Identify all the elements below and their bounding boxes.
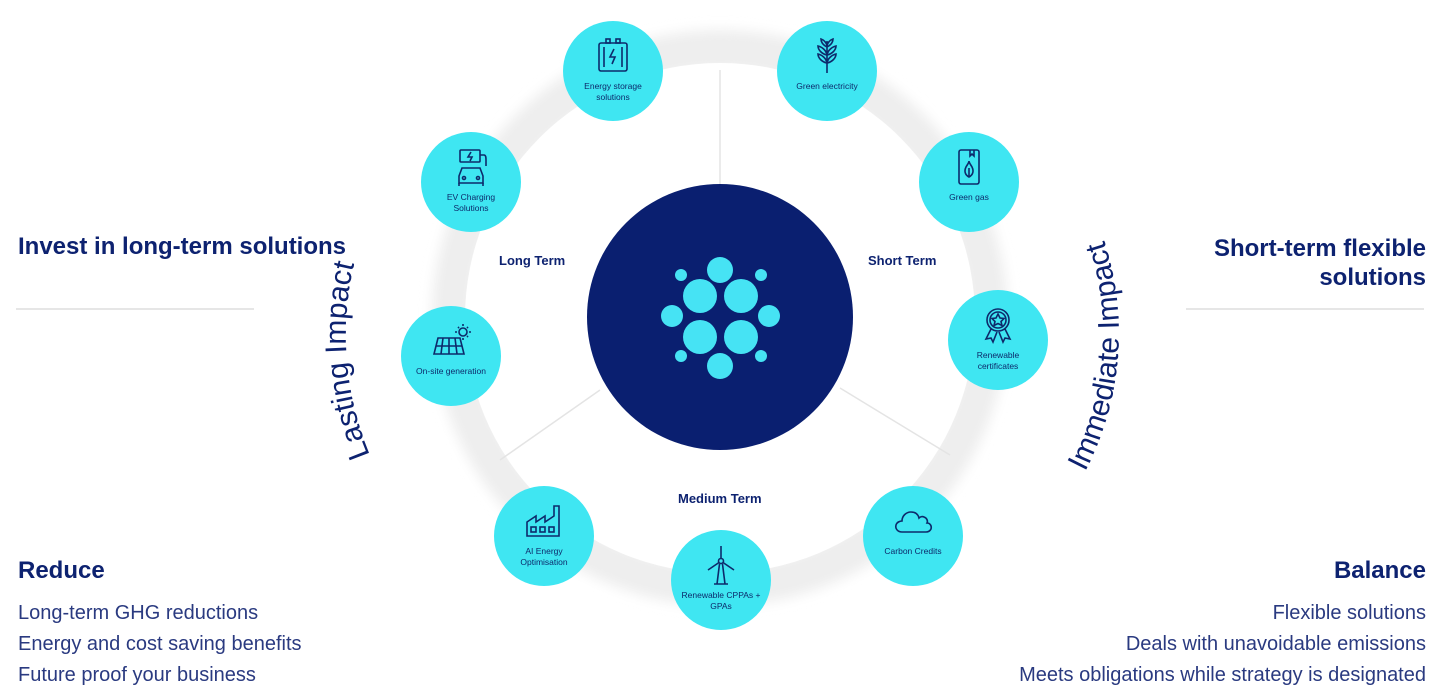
left-bullet: Future proof your business <box>18 664 256 686</box>
molecule-logo <box>661 257 780 379</box>
node-ev-charging: EV Charging Solutions <box>421 132 521 232</box>
node-label: Green gas <box>949 192 989 202</box>
solar-panel-icon <box>432 324 471 355</box>
node-green-gas: Green gas <box>919 132 1019 232</box>
right-subtitle: Balance <box>1333 557 1426 584</box>
left-divider <box>16 308 254 310</box>
node-label: Green electricity <box>796 81 858 91</box>
factory-icon <box>526 505 560 537</box>
node-label: AI Energy Optimisation <box>520 546 568 567</box>
node-label: EV Charging Solutions <box>446 192 496 213</box>
award-rosette-icon <box>984 308 1012 344</box>
node-renewable-certificates: Renewable certificates <box>948 290 1048 390</box>
node-label: Carbon Credits <box>884 546 942 556</box>
right-panel-title: Short-term flexible solutions <box>1213 235 1426 291</box>
leaf-icon <box>817 37 837 73</box>
left-subtitle: Reduce <box>18 557 105 584</box>
gas-bottle-icon <box>958 149 980 185</box>
left-bullet: Long-term GHG reductions <box>18 602 259 624</box>
node-ai-energy-optimisation: AI Energy Optimisation <box>494 486 594 586</box>
divider-left <box>499 389 601 461</box>
node-label: On-site generation <box>416 366 486 376</box>
left-bullet: Energy and cost saving benefits <box>18 633 302 655</box>
divider-right <box>839 387 951 456</box>
ev-charger-icon <box>458 149 487 186</box>
node-label: Renewable CPPAs + GPAs <box>681 590 761 611</box>
arc-label-left: Lasting Impact <box>320 257 377 464</box>
node-carbon-credits: Carbon Credits <box>863 486 963 586</box>
arc-label-right: Immediate Impact <box>1062 238 1126 476</box>
term-label-long: Long Term <box>499 253 566 268</box>
node-onsite-generation: On-site generation <box>401 306 501 406</box>
node-label: Renewable certificates <box>976 350 1020 371</box>
node-renewable-cppas: Renewable CPPAs + GPAs <box>671 530 771 630</box>
cloud-icon <box>895 511 933 533</box>
right-bullet: Flexible solutions <box>1272 602 1426 624</box>
left-panel-title: Invest in long-term solutions <box>18 233 347 260</box>
right-bullet: Deals with unavoidable emissions <box>1125 633 1426 655</box>
core-circle <box>587 184 853 450</box>
right-bullet: Meets obligations while strategy is desi… <box>1019 664 1426 686</box>
node-green-electricity: Green electricity <box>777 21 877 121</box>
node-label: Energy storage solutions <box>584 81 642 102</box>
right-bullet-list: Flexible solutions Deals with unavoidabl… <box>1019 598 1426 691</box>
term-label-medium: Medium Term <box>678 491 762 506</box>
node-energy-storage: Energy storage solutions <box>563 21 663 121</box>
wind-turbine-icon <box>707 546 735 585</box>
battery-icon <box>598 38 628 72</box>
term-label-short: Short Term <box>868 253 937 268</box>
left-bullet-list: Long-term GHG reductions Energy and cost… <box>18 598 302 691</box>
right-divider <box>1186 308 1424 310</box>
